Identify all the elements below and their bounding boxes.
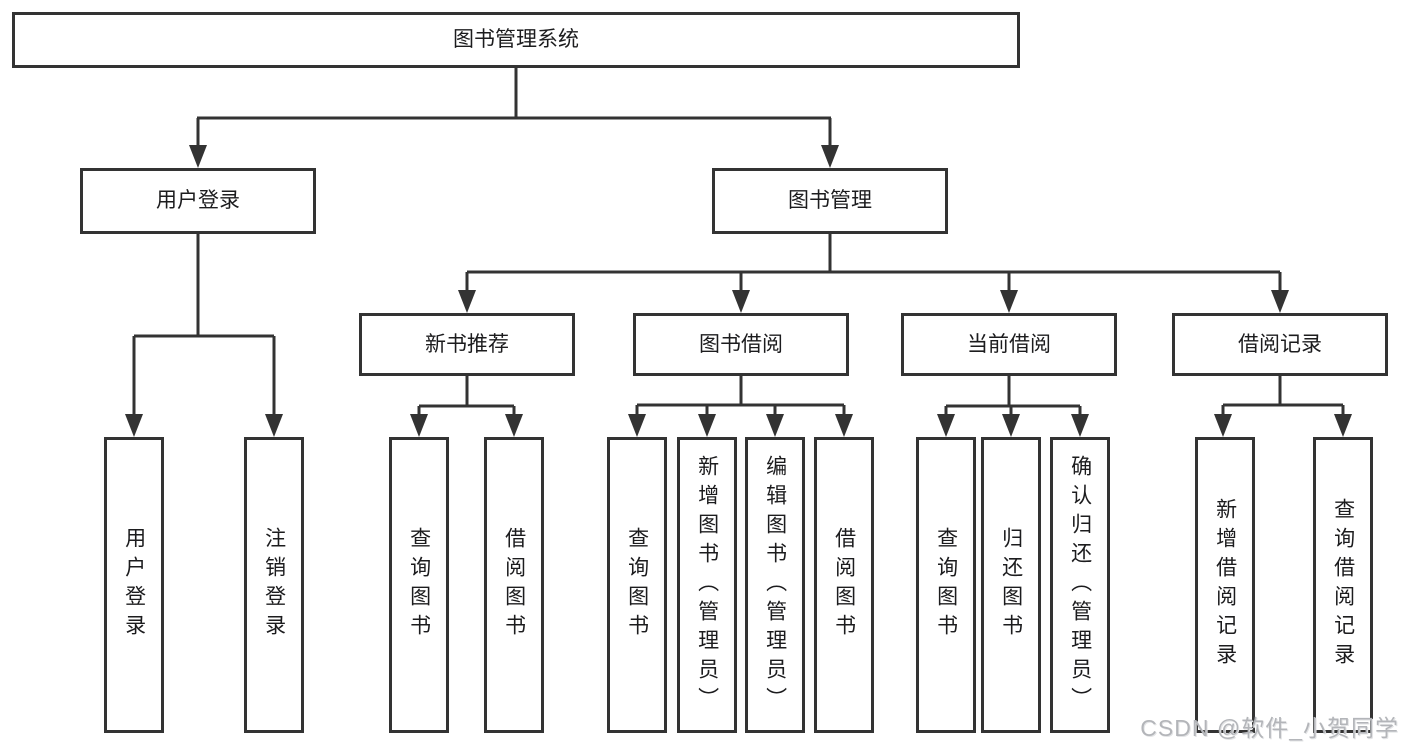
leaf-record-add-record: 新增借阅记录: [1195, 437, 1255, 733]
leaf-current-query-book: 查询图书: [916, 437, 976, 733]
node-book-management: 图书管理: [712, 168, 948, 234]
leaf-borrow-query-book: 查询图书: [607, 437, 667, 733]
leaf-recommend-query-book: 查询图书: [389, 437, 449, 733]
leaf-borrow-borrow-book: 借阅图书: [814, 437, 874, 733]
watermark: CSDN @软件_小贺同学: [1140, 715, 1399, 741]
node-borrow-record: 借阅记录: [1172, 313, 1388, 376]
leaf-user-login: 用户登录: [104, 437, 164, 733]
leaf-record-query-record: 查询借阅记录: [1313, 437, 1373, 733]
leaf-borrow-add-book-admin: 新增图书（管理员）: [677, 437, 737, 733]
leaf-current-confirm-return-admin: 确认归还（管理员）: [1050, 437, 1110, 733]
leaf-recommend-borrow-book: 借阅图书: [484, 437, 544, 733]
node-book-borrow: 图书借阅: [633, 313, 849, 376]
node-user-login: 用户登录: [80, 168, 316, 234]
node-root: 图书管理系统: [12, 12, 1020, 68]
node-current-borrow: 当前借阅: [901, 313, 1117, 376]
leaf-logout: 注销登录: [244, 437, 304, 733]
leaf-current-return-book: 归还图书: [981, 437, 1041, 733]
leaf-borrow-edit-book-admin: 编辑图书（管理员）: [745, 437, 805, 733]
node-new-book-recommend: 新书推荐: [359, 313, 575, 376]
